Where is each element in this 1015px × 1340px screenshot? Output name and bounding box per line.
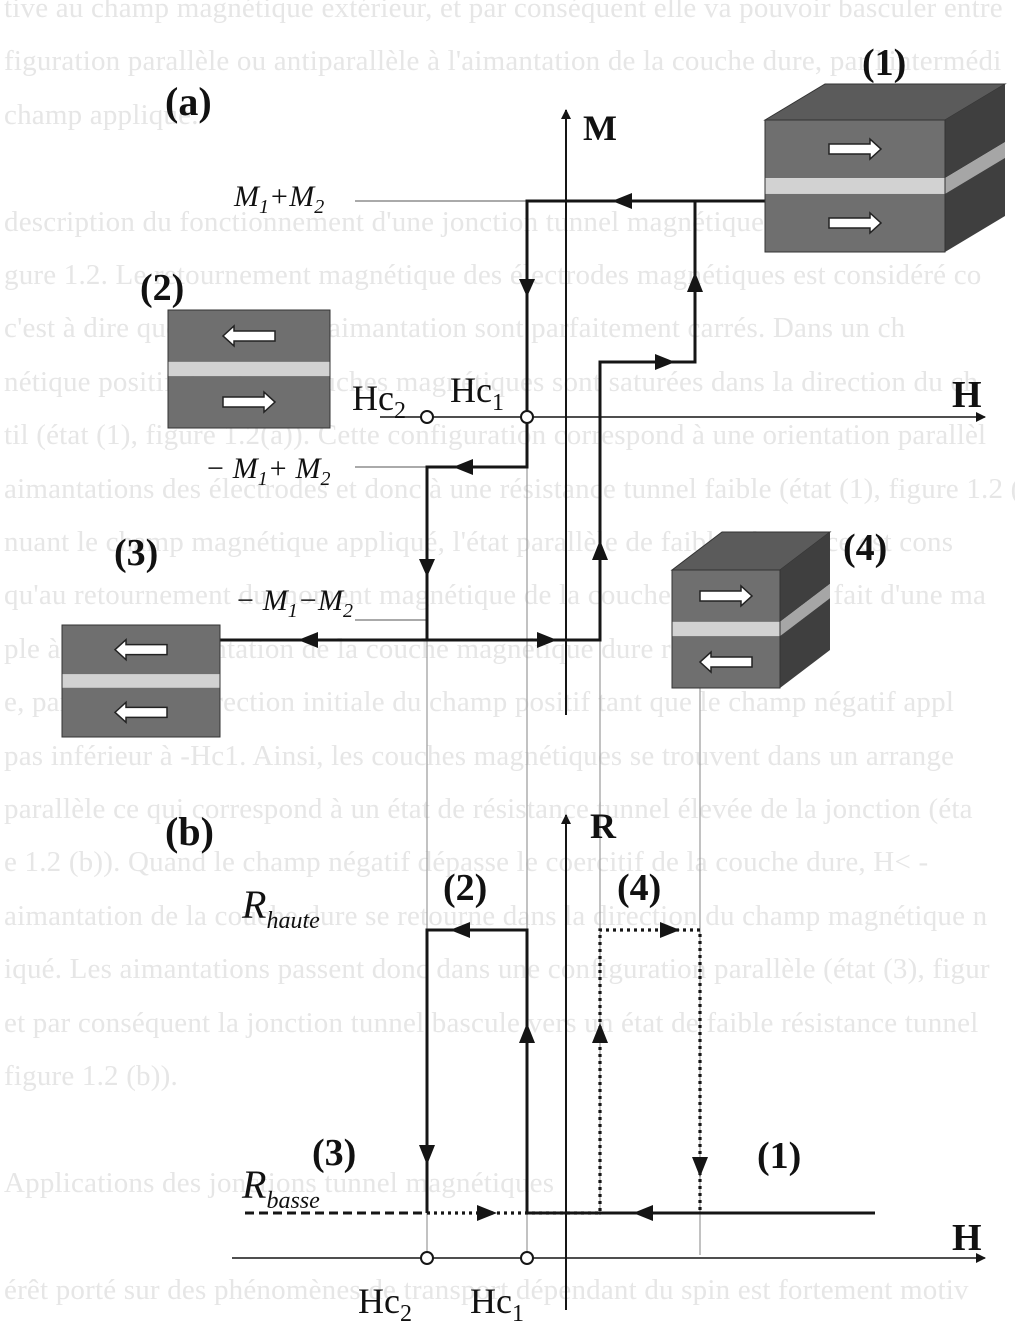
junction-block-state-1 <box>763 83 1007 253</box>
block-side-top-layer <box>945 84 1005 179</box>
r-arrow-down-hc2 <box>419 1145 435 1165</box>
hc1-label-b: Hc1 <box>470 1281 524 1327</box>
background-text-line: et par conséquent la jonction tunnel bas… <box>4 1006 979 1039</box>
background-text-line: aimantations des électrodes et donc à un… <box>4 472 1015 505</box>
m-hysteresis-down <box>215 199 775 642</box>
level-top-label: M1+M2 <box>233 180 324 218</box>
panel-a-label: (a) <box>165 79 212 124</box>
hc1-label-a: Hc1 <box>450 370 504 416</box>
background-text-line: e 1.2 (b)). Quand le champ négatif dépas… <box>4 846 929 879</box>
block-front-spacer <box>765 178 945 194</box>
guide-lines <box>426 420 701 1255</box>
block-outline <box>764 119 946 253</box>
r-arrow-down-pos <box>692 1157 708 1177</box>
state-2-label-a: (2) <box>140 267 184 309</box>
arrow-down-hc2 <box>419 559 435 577</box>
arrow-bot-left <box>298 632 318 648</box>
m-arrowheads <box>298 193 703 648</box>
r-loop-solid <box>425 928 875 1215</box>
block-side-top-layer <box>780 532 830 622</box>
block-side-bottom-layer <box>780 598 830 688</box>
background-text-line: parallèle ce qui correspond à un état de… <box>4 793 973 825</box>
state-3-label-b: (3) <box>312 1132 356 1174</box>
magnetization-arrow-icon <box>698 650 753 674</box>
block-outline <box>61 624 221 738</box>
block-outline <box>167 309 331 429</box>
background-text-line: gure 1.2. Le retournement magnétique des… <box>4 259 982 291</box>
background-text-line: aimantation de la couche dure se retourn… <box>4 899 988 932</box>
state-2-label-b: (2) <box>443 867 487 909</box>
magnetization-arrow-icon <box>113 700 168 725</box>
arrow-bot-right <box>537 632 557 648</box>
arrow-up-hc <box>687 272 703 292</box>
arrow-right-mid <box>655 354 675 370</box>
hc1-marker-a <box>520 410 534 424</box>
background-text-line: figure 1.2 (b)). <box>4 1060 178 1092</box>
r-arrow-right-bottom <box>477 1205 497 1221</box>
arrow-top-left <box>612 193 632 209</box>
background-text-line: tive au champ magnétique extérieur, et p… <box>4 0 1003 24</box>
background-text-line: pas inférieur à -Hc1. Ainsi, les couches… <box>4 739 955 772</box>
r-low-label: Rbasse <box>241 1162 320 1214</box>
r-arrow-right-top <box>660 922 680 938</box>
background-text-line: champ appliqué. <box>4 98 199 131</box>
h-axis-label-a: H <box>952 374 982 416</box>
r-arrow-up-pos <box>592 1023 608 1043</box>
state-4-label-a: (4) <box>843 527 887 569</box>
state-1-label-a: (1) <box>862 42 906 84</box>
panel-a: (a) M H Hc2 Hc1 M1+M2 − M1+ M2 − M1−M2 (… <box>61 42 1007 738</box>
h-axis-label-b: H <box>952 1217 982 1259</box>
magnetization-arrow-icon <box>222 390 277 414</box>
r-loop-dotted <box>427 928 702 1215</box>
r-axis-label: R <box>590 806 617 846</box>
background-text-line: iqué. Les aimantations passent donc dans… <box>4 953 990 986</box>
block-outline <box>671 569 781 689</box>
background-text-line: c'est à dire que les cycles d'aimantatio… <box>4 312 906 345</box>
magnetization-arrow-icon <box>221 324 276 348</box>
hc2-marker-a <box>420 410 434 424</box>
block-front-spacer <box>62 674 220 688</box>
hc1-marker-b <box>520 1251 534 1265</box>
junction-block-state-3 <box>61 624 221 738</box>
m-axis-label: M <box>583 108 617 148</box>
magnetization-arrow-icon <box>113 637 168 662</box>
m-hysteresis-up <box>427 201 697 642</box>
block-front-spacer <box>672 621 780 637</box>
arrow-down-hc1 <box>519 279 535 297</box>
arrow-mid-left <box>453 459 473 475</box>
level-mid-label: − M1+ M2 <box>205 452 330 490</box>
state-4-label-b: (4) <box>617 867 661 909</box>
magnetization-arrow-icon <box>828 137 883 161</box>
background-text-line: érêt porté sur des phénomènes de transpo… <box>4 1273 969 1306</box>
block-side-bottom-layer <box>945 157 1005 252</box>
r-arrowheads <box>419 922 708 1221</box>
background-text-line: nétique positif, les deux couches magnét… <box>4 365 979 398</box>
level-bot-label: − M1−M2 <box>235 584 353 622</box>
hc2-label-a: Hc2 <box>352 378 406 424</box>
magnetization-arrow-icon <box>828 211 883 235</box>
background-text-line: Applications des jonctions tunnel magnét… <box>4 1166 555 1199</box>
r-arrow-up-hc1 <box>519 1023 535 1043</box>
panel-b-label: (b) <box>165 809 214 854</box>
state-3-label-a: (3) <box>114 532 158 574</box>
block-front-spacer <box>168 361 330 377</box>
panel-b: (b) R H Rhaute Rbasse Hc2 Hc1 (1) (2) (3… <box>165 806 986 1327</box>
hc2-label-b: Hc2 <box>358 1281 412 1327</box>
block-side-spacer <box>945 142 1005 194</box>
arrow-up-pos <box>592 540 608 560</box>
junction-block-state-4 <box>670 531 832 689</box>
block-side-spacer <box>780 583 830 637</box>
magnetization-arrow-icon <box>699 584 754 608</box>
background-text-line: figuration parallèle ou antiparallèle à … <box>4 45 1002 78</box>
r-high-label: Rhaute <box>241 882 320 934</box>
hc2-marker-b <box>420 1251 434 1265</box>
state-1-label-b: (1) <box>757 1135 801 1177</box>
r-arrow-left-bottom <box>633 1205 653 1221</box>
r-arrow-left-top <box>450 922 470 938</box>
junction-block-state-2 <box>167 309 331 429</box>
